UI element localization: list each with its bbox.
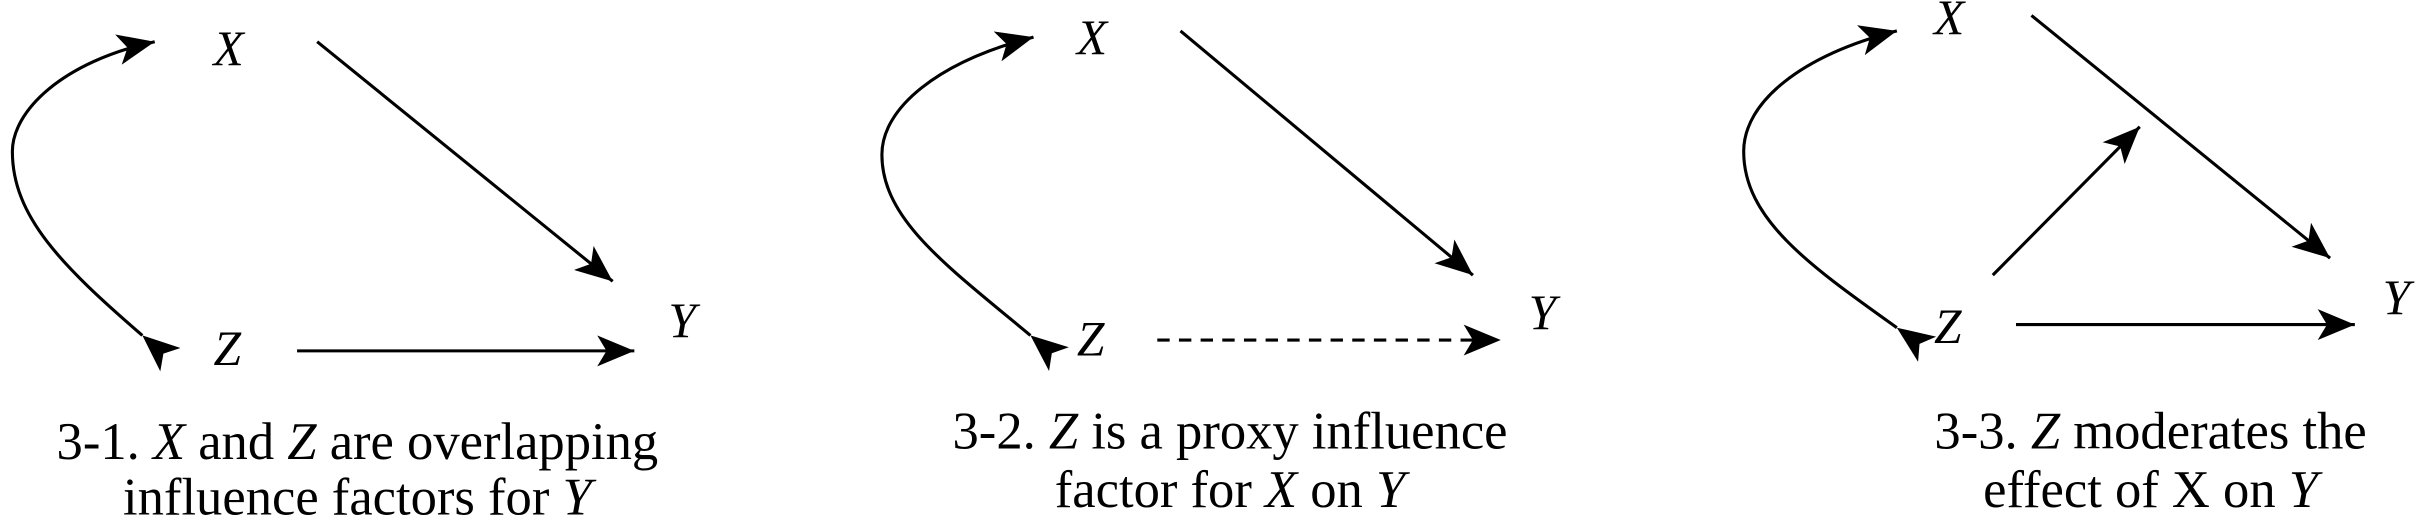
node-y: Y [668,293,700,348]
node-x: X [1932,0,1966,45]
panel-3-1: X Z Y 3-1. X and Z are overlapping influ… [10,21,700,524]
panel-3-3: X Z Y 3-3. Z moderates the effect of X o… [1742,0,2415,519]
arrow-x-z-correlation [880,31,1069,372]
arrow-x-to-y [1179,29,1474,277]
arrow-x-z-correlation [10,34,181,372]
node-x: X [1075,10,1109,65]
arrow-x-z-correlation [1742,25,1937,362]
caption-line-1: 3-3. Z moderates the [1934,402,2366,460]
caption-line-1: 3-2. Z is a proxy influence [953,402,1508,460]
node-z: Z [1077,312,1105,367]
node-y: Y [2383,270,2415,325]
arrow-x-to-y [2030,14,2332,260]
node-z: Z [1934,299,1962,354]
caption-line-2: effect of X on Y [1983,461,2323,519]
arrow-z-moderates-x-y [1991,125,2141,277]
arrow-x-to-y [316,40,614,283]
caption-line-1: 3-1. X and Z are overlapping [57,413,659,471]
caption-line-2: influence factors for Y [123,469,596,524]
caption-line-2: factor for X on Y [1055,461,1410,519]
node-x: X [212,21,246,76]
panel-3-2: X Z Y 3-2. Z is a proxy influence factor… [880,10,1561,519]
node-y: Y [1529,285,1561,340]
node-z: Z [214,321,242,376]
